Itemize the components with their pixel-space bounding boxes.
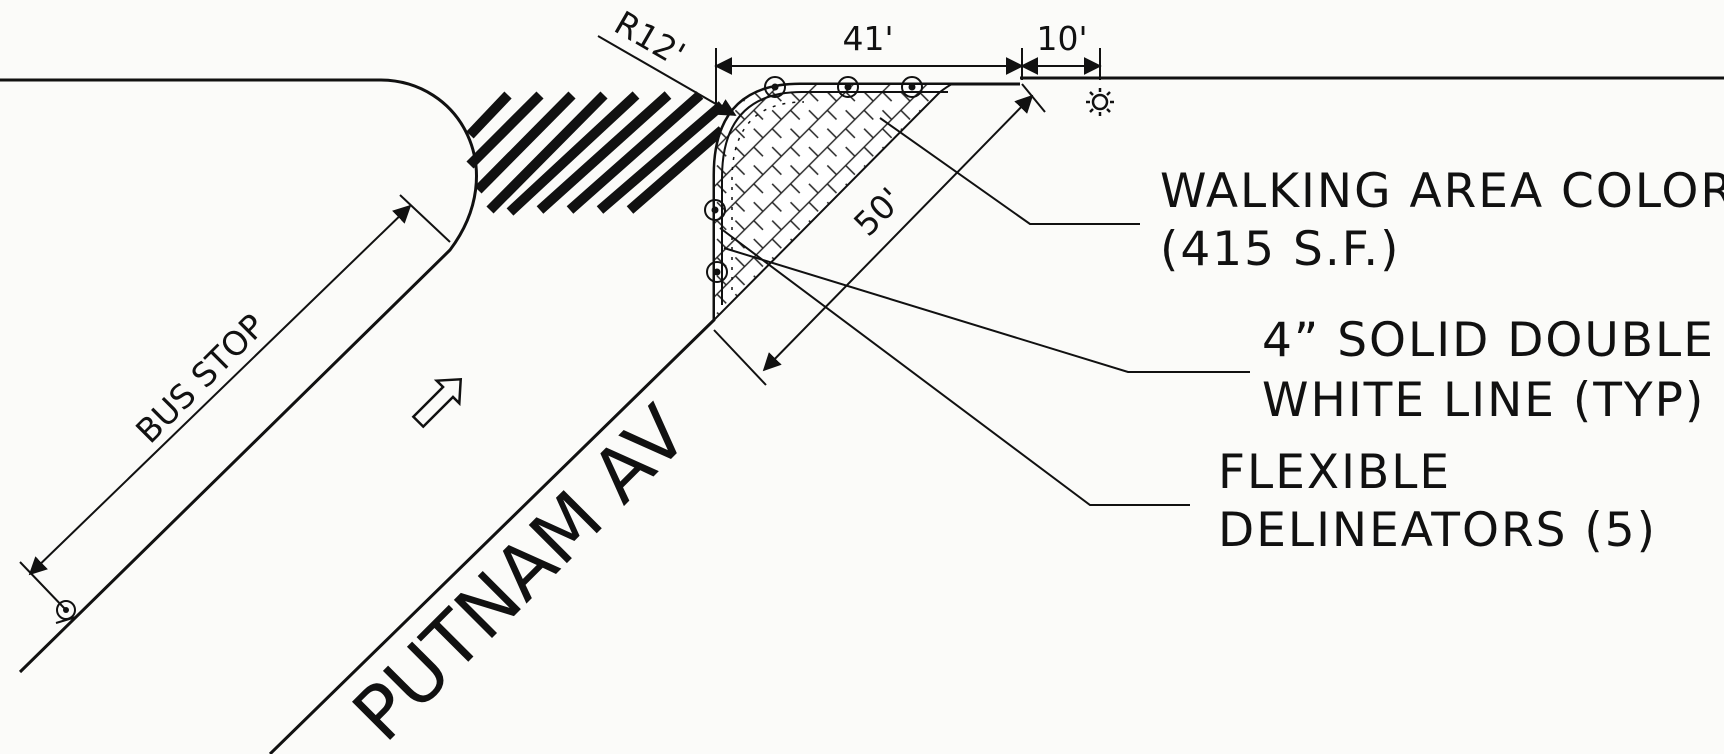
- leader-delineators: [719, 227, 1190, 506]
- dimension-10: 10': [1020, 19, 1102, 80]
- dimension-41: 41': [714, 19, 1024, 110]
- notes: WALKING AREA COLOR (415 S.F.) 4” SOLID D…: [1160, 164, 1724, 558]
- double-line-outline: [721, 91, 948, 305]
- note-walking-area-1: WALKING AREA COLOR: [1160, 164, 1724, 219]
- note-double-line-2: WHITE LINE (TYP): [1262, 373, 1705, 428]
- sign-icon: [55, 600, 77, 624]
- delineator-5: [706, 261, 728, 283]
- delineators: [704, 76, 923, 283]
- arrow-icon: [411, 377, 463, 429]
- note-delineators-2: DELINEATORS (5): [1218, 503, 1657, 558]
- delineator-4: [704, 199, 726, 221]
- bus-stop-label: BUS STOP: [128, 306, 272, 450]
- dimension-41-label: 41': [842, 19, 893, 58]
- dimension-10-label: 10': [1036, 19, 1087, 58]
- radius-label: R12': [608, 3, 692, 74]
- leader-walking-area: [879, 117, 1140, 225]
- note-delineators-1: FLEXIBLE: [1218, 445, 1451, 500]
- curb-left: [0, 78, 478, 674]
- hatch-area: [466, 91, 726, 216]
- note-double-line-1: 4” SOLID DOUBLE: [1262, 313, 1715, 368]
- note-walking-area-2: (415 S.F.): [1160, 222, 1401, 277]
- dimension-50-label: 50': [846, 180, 910, 244]
- street-name: PUTNAM AV: [337, 390, 705, 754]
- walking-area: [713, 83, 953, 323]
- bus-stop-dimension: BUS STOP: [19, 194, 451, 624]
- sun-icon: [1086, 88, 1114, 116]
